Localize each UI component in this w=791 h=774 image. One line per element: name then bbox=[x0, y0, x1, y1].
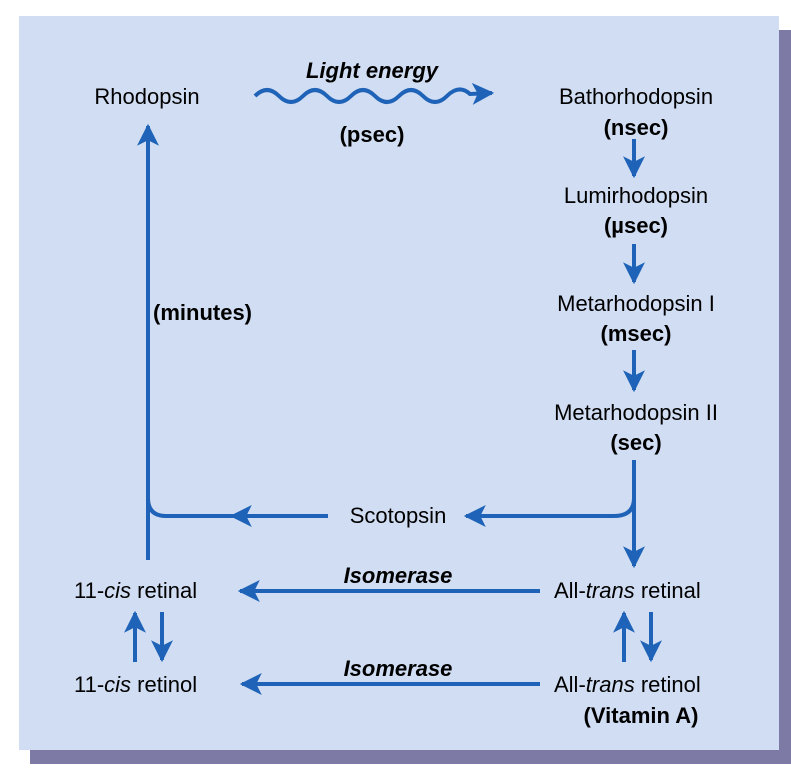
node-metarhodopsin-2: Metarhodopsin II bbox=[554, 400, 718, 425]
loop-corner bbox=[146, 497, 235, 518]
node-metarhodopsin-1: Metarhodopsin I bbox=[557, 291, 715, 316]
timing-nsec: (nsec) bbox=[603, 115, 669, 140]
node-all-trans-retinol: All-trans retinol bbox=[554, 672, 701, 697]
node-11-cis-retinal: 11-cis retinal bbox=[74, 578, 198, 603]
label-vitamin-a: (Vitamin A) bbox=[583, 703, 699, 728]
node-lumirhodopsin: Lumirhodopsin bbox=[563, 183, 709, 208]
light-wave-arrow bbox=[253, 82, 495, 105]
timing-msec: (msec) bbox=[600, 321, 672, 346]
arrow-meta2-to-scotopsin bbox=[463, 497, 636, 527]
node-scotopsin: Scotopsin bbox=[349, 503, 447, 528]
edge-isomerase-bottom: Isomerase bbox=[343, 656, 453, 681]
timing-psec: (psec) bbox=[339, 122, 405, 147]
node-11-cis-retinol: 11-cis retinol bbox=[74, 672, 198, 697]
node-all-trans-retinal: All-trans retinal bbox=[554, 578, 701, 603]
edge-isomerase-top: Isomerase bbox=[343, 563, 453, 588]
timing-minutes: (minutes) bbox=[153, 300, 252, 325]
edge-light-energy: Light energy bbox=[305, 58, 439, 83]
timing-usec: (µsec) bbox=[603, 213, 669, 238]
node-bathorhodopsin: Bathorhodopsin bbox=[558, 84, 714, 109]
timing-sec: (sec) bbox=[610, 430, 662, 455]
node-rhodopsin: Rhodopsin bbox=[94, 84, 200, 109]
